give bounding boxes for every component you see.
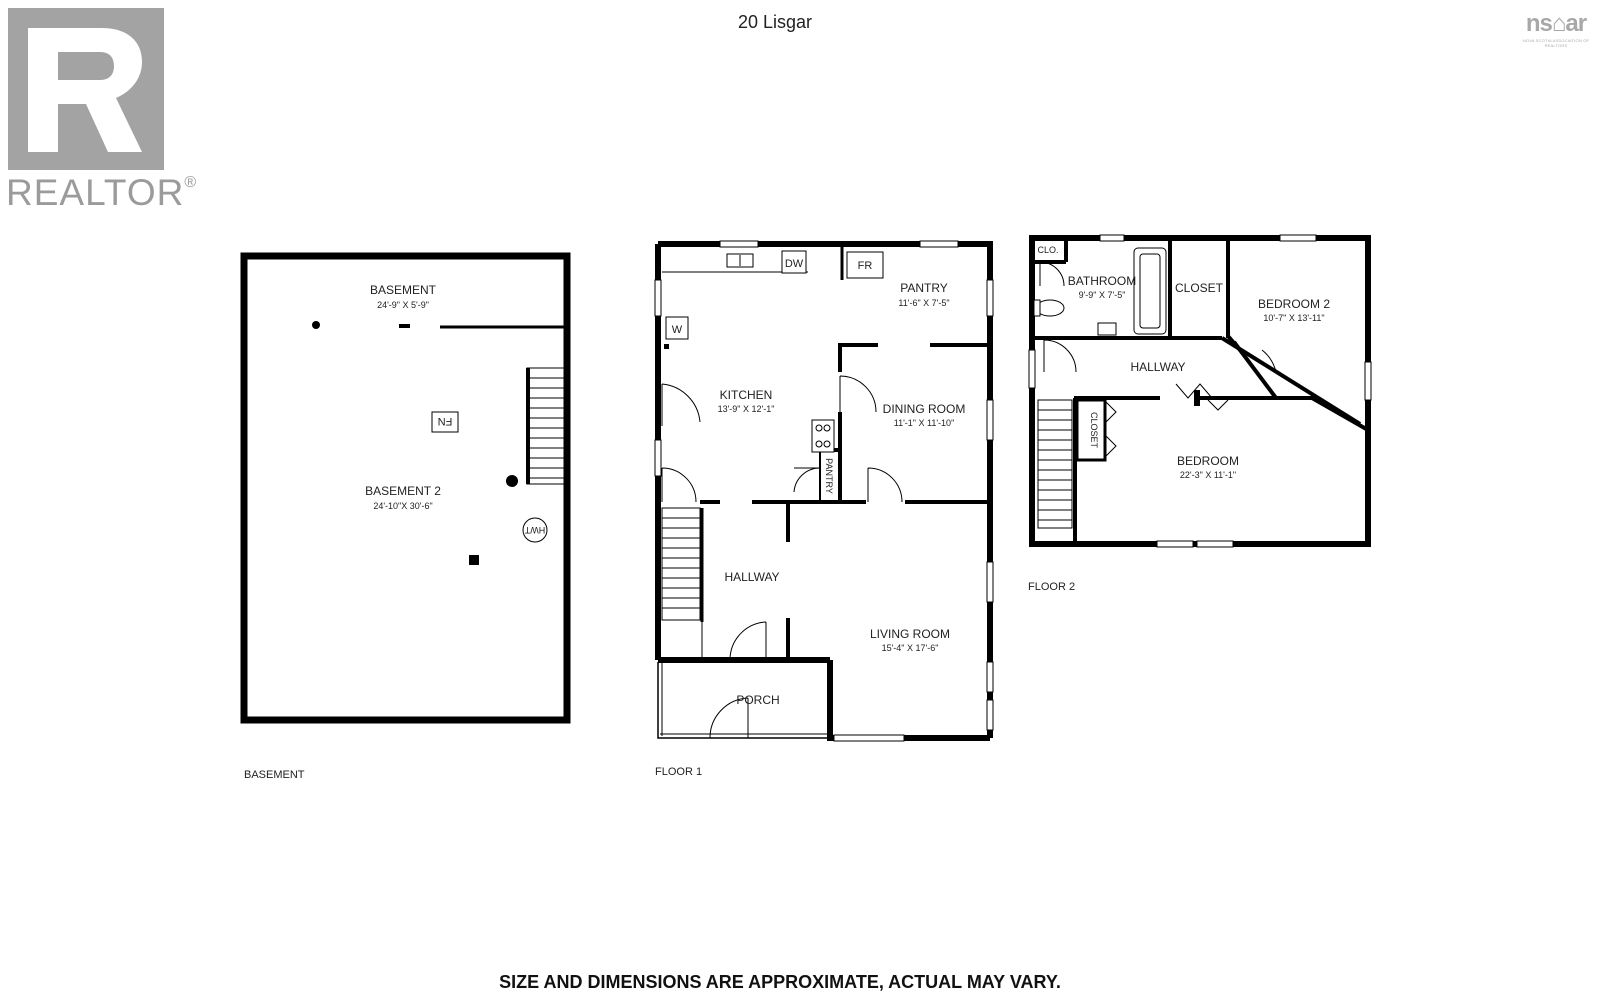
room-name: CLOSET	[1175, 281, 1224, 295]
dishwasher-icon	[781, 250, 807, 274]
nsar-logo: ns⌂ar NOVA SCOTIA ASSOCIATION OF REALTOR…	[1512, 10, 1600, 48]
furnace-icon	[431, 411, 459, 433]
room-name: PORCH	[736, 693, 779, 707]
room-name: PANTRY	[824, 458, 834, 494]
room-dims: 24'-10"X 30'-6"	[373, 501, 432, 511]
floor-label: FLOOR 2	[1028, 581, 1075, 593]
room-dims: 11'-1" X 11'-10"	[894, 418, 955, 428]
nsar-logo-icon: ns⌂ar	[1525, 10, 1587, 37]
page-title: 20 Lisgar	[737, 12, 813, 32]
floor2-plan: CLO. BATHROOM 9'-9" X 7'-5" CLOSET BEDRO…	[1028, 234, 1372, 593]
room-dims: 13'-9" X 12'-1"	[718, 404, 775, 414]
room-name: CLO.	[1037, 245, 1058, 255]
floor-label: FLOOR 1	[655, 766, 702, 778]
room-name: BEDROOM	[1177, 454, 1239, 468]
floor1-stairs	[661, 507, 704, 622]
room-name: HALLWAY	[724, 570, 779, 584]
svg-text:FR: FR	[858, 260, 873, 272]
room-dims: 22'-3" X 11'-1"	[1180, 470, 1236, 480]
room-dims: 24'-9" X 5'-9"	[377, 300, 429, 310]
room-dims: 15'-4" X 17'-6"	[882, 643, 939, 653]
basement-stairs	[526, 367, 566, 485]
basement-plan: FN HWT BASEMENT 24'-9" X 5'-9" BASEMENT …	[240, 252, 571, 781]
room-name: BASEMENT 2	[365, 484, 441, 498]
room-name: BEDROOM 2	[1258, 297, 1330, 311]
realtor-logo-icon	[8, 8, 164, 170]
realtor-wordmark: REALTOR®	[6, 172, 198, 213]
room-dims: 11'-6" X 7'-5"	[898, 298, 949, 308]
floor-label: BASEMENT	[244, 769, 305, 781]
room-name: CLOSET	[1089, 412, 1099, 449]
floor2-stairs	[1037, 399, 1073, 529]
svg-text:HWT: HWT	[524, 525, 545, 535]
disclaimer: SIZE AND DIMENSIONS ARE APPROXIMATE, ACT…	[499, 972, 1061, 992]
room-name: DINING ROOM	[883, 402, 966, 416]
room-dims: 10'-7" X 13'-11"	[1263, 313, 1324, 323]
bathtub-icon	[1133, 247, 1167, 335]
sink-icon	[1097, 322, 1117, 336]
room-name: LIVING ROOM	[870, 627, 950, 641]
washer-icon	[665, 316, 689, 340]
room-name: BATHROOM	[1068, 274, 1136, 288]
room-name: PANTRY	[900, 281, 948, 295]
svg-text:FN: FN	[438, 415, 453, 427]
room-name: BASEMENT	[370, 283, 437, 297]
floor1-plan: DW FR W	[654, 240, 994, 778]
room-name: HALLWAY	[1130, 360, 1185, 374]
fridge-icon	[846, 251, 884, 279]
room-name: KITCHEN	[720, 388, 773, 402]
svg-text:W: W	[672, 324, 683, 336]
stove-icon	[811, 419, 835, 453]
room-dims: 9'-9" X 7'-5"	[1079, 290, 1126, 300]
water-heater-icon	[522, 517, 548, 543]
svg-text:DW: DW	[785, 258, 804, 270]
